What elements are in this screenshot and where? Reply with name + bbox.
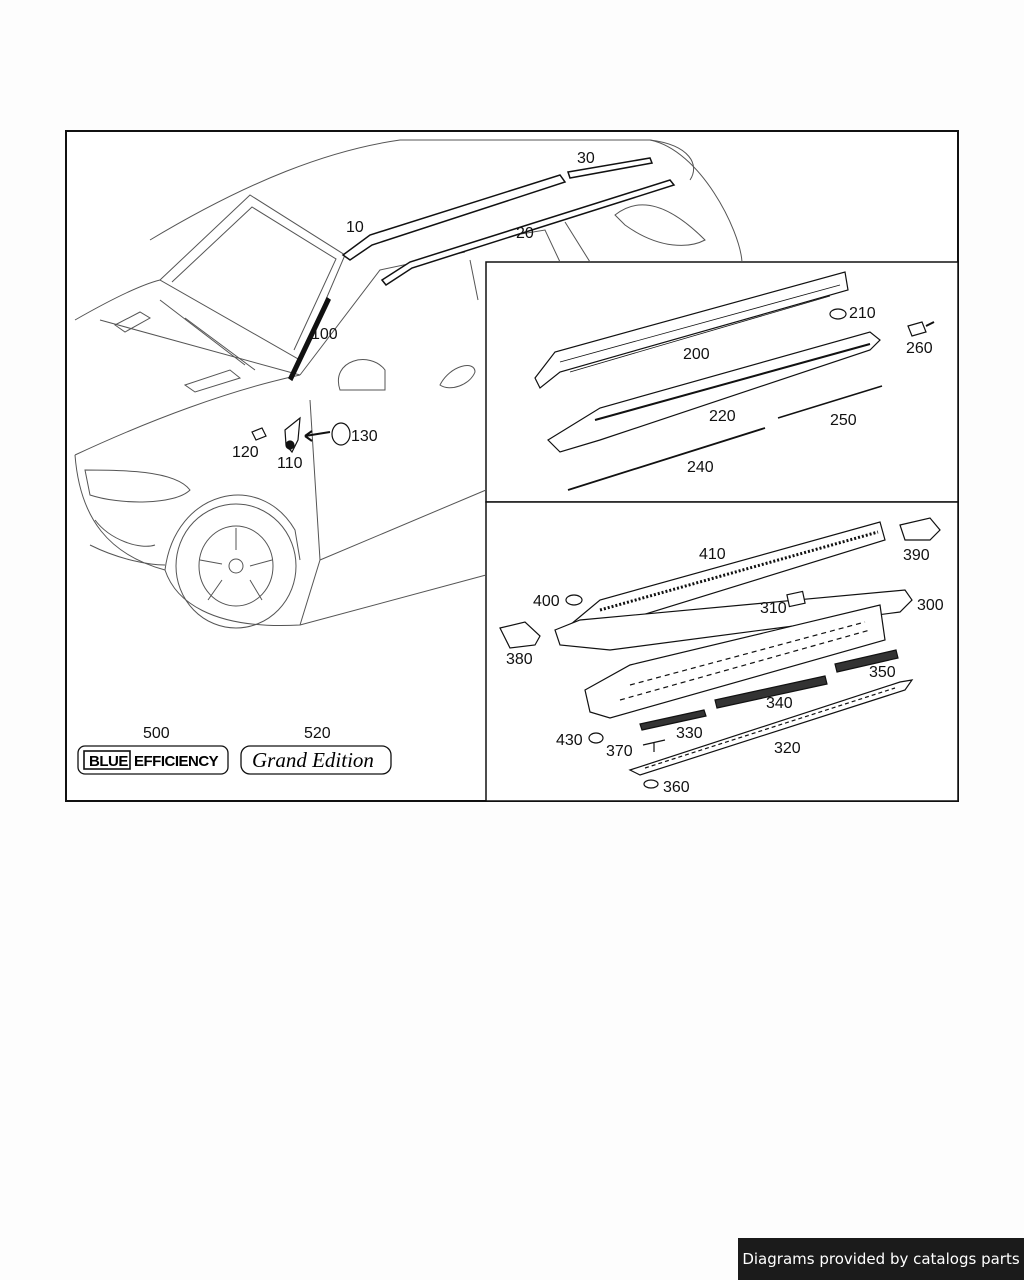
roof-rails [288,157,676,382]
badge-grand-edition-text: Grand Edition [252,748,374,772]
grand-edition-badge: Grand Edition [240,745,392,775]
callout-370: 370 [606,743,633,760]
callout-130: 130 [351,428,378,445]
part-callouts: 10 20 30 100 110 120 130 200 210 220 240… [143,150,944,796]
callout-500: 500 [143,725,170,742]
callout-10: 10 [346,219,364,236]
callout-260: 260 [906,340,933,357]
callout-300: 300 [917,597,944,614]
callout-520: 520 [304,725,331,742]
running-board-parts [499,517,941,789]
callout-340: 340 [766,695,793,712]
blue-efficiency-badge: BLUE EFFICIENCY [77,745,229,775]
callout-390: 390 [903,547,930,564]
callout-240: 240 [687,459,714,476]
fender-parts [251,416,351,454]
callout-30: 30 [577,150,595,167]
callout-20: 20 [516,225,534,242]
callout-360: 360 [663,779,690,796]
callout-200: 200 [683,346,710,363]
callout-110: 110 [277,455,303,472]
callout-410: 410 [699,546,726,563]
badge-efficiency-text: EFFICIENCY [134,753,219,770]
callout-210: 210 [849,305,876,322]
callout-330: 330 [676,725,703,742]
callout-380: 380 [506,651,533,668]
callout-100: 100 [311,326,338,343]
vehicle-illustration [74,139,743,629]
sill-parts [534,271,935,491]
callout-120: 120 [232,444,259,461]
callout-310: 310 [760,600,787,617]
callout-350: 350 [869,664,896,681]
badge-blue-text: BLUE [89,753,128,770]
callout-250: 250 [830,412,857,429]
diagram-credit: Diagrams provided by catalogs parts [738,1238,1024,1280]
callout-400: 400 [533,593,560,610]
callout-320: 320 [774,740,801,757]
callout-430: 430 [556,732,583,749]
callout-220: 220 [709,408,736,425]
